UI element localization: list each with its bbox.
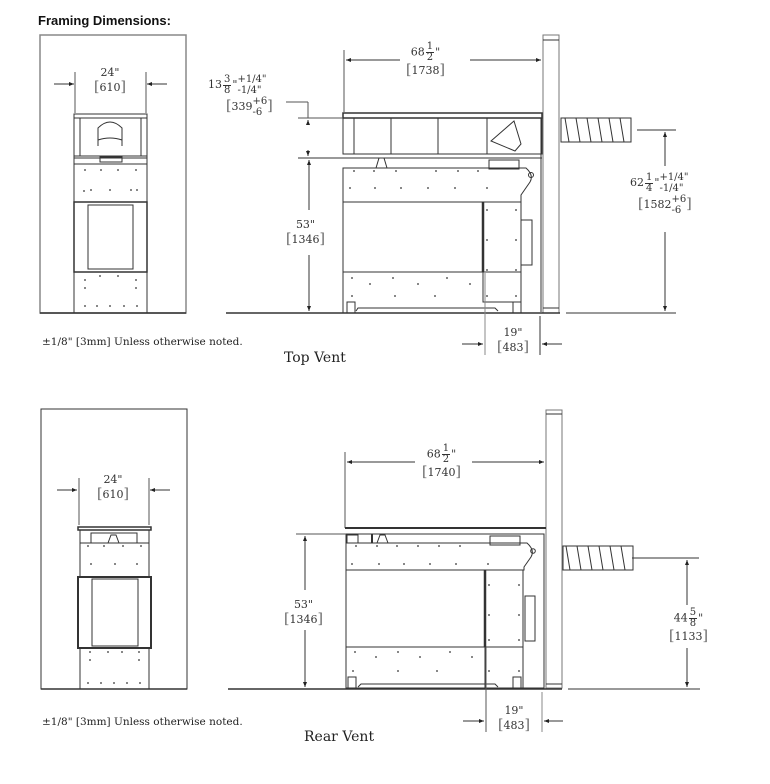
- rear-vent-front-view: [40, 408, 188, 690]
- dim-unit: ": [451, 447, 457, 461]
- dim-mm: 1346: [289, 613, 318, 626]
- top-vent-caption: Top Vent: [284, 350, 346, 366]
- dim-unit: ": [654, 176, 660, 189]
- dim-whole: 13: [208, 78, 222, 91]
- top-vent-front-view: [39, 34, 187, 314]
- dim-tol-plus: +1/4": [659, 172, 689, 183]
- dim-tol-minus: -1/4": [659, 183, 684, 194]
- dim-mm: 1133: [674, 630, 703, 643]
- dim-numerator: 1: [441, 443, 451, 455]
- rear-vent-caption: Rear Vent: [304, 729, 375, 745]
- page-heading: Framing Dimensions:: [38, 13, 171, 28]
- top-side-offset-dim: 19" [483]: [495, 326, 531, 355]
- dim-whole: 62: [630, 176, 644, 189]
- top-tolerance-note: ±1/8" [3mm] Unless otherwise noted.: [42, 336, 243, 348]
- dim-tol-minus: -1/4": [237, 85, 262, 96]
- rear-side-offset-dim: 19" [483]: [496, 704, 532, 733]
- dim-inches: 53": [293, 598, 313, 611]
- dim-whole: 68: [426, 447, 441, 461]
- dim-unit: ": [698, 611, 704, 625]
- dim-tol-plus: +1/4": [237, 74, 267, 85]
- dim-mm: 610: [102, 488, 124, 501]
- dim-inches: 24": [103, 473, 123, 486]
- dim-mm: 1738: [411, 64, 440, 77]
- dim-whole: 44: [673, 611, 688, 625]
- dim-mm: 483: [502, 341, 524, 354]
- dim-inches: 24": [100, 66, 120, 79]
- dim-mm: 483: [503, 719, 525, 732]
- rear-side-height-dim: 53" [1346]: [282, 598, 325, 627]
- rear-front-width-dim: 24" [610]: [95, 473, 131, 502]
- dim-unit: ": [435, 45, 441, 59]
- dim-mm-minus: -6: [671, 205, 682, 216]
- dim-unit: ": [232, 78, 238, 91]
- dim-mm: 1582: [643, 198, 672, 211]
- dim-mm: 1346: [291, 233, 320, 246]
- dim-mm-plus: +6: [671, 194, 687, 205]
- dim-denominator: 2: [442, 454, 450, 465]
- dim-mm: 1740: [427, 466, 456, 479]
- dim-denominator: 2: [426, 52, 434, 63]
- dim-inches: 19": [504, 704, 524, 717]
- top-front-width-dim: 24" [610]: [92, 66, 128, 95]
- dim-numerator: 1: [425, 41, 435, 53]
- dim-numerator: 1: [645, 171, 654, 184]
- rear-vent-side-view: [228, 409, 700, 732]
- dim-mm-minus: -6: [252, 107, 263, 118]
- dim-mm: 339: [231, 100, 253, 113]
- dim-denominator: 8: [689, 618, 697, 629]
- dim-mm-plus: +6: [252, 96, 268, 107]
- top-vent-side-view: [226, 34, 676, 355]
- dim-inches: 53": [295, 218, 315, 231]
- top-side-height-dim: 53" [1346]: [284, 218, 327, 247]
- dim-whole: 68: [410, 45, 425, 59]
- dim-numerator: 5: [688, 607, 698, 619]
- rear-tolerance-note: ±1/8" [3mm] Unless otherwise noted.: [42, 716, 243, 728]
- dim-inches: 19": [503, 326, 523, 339]
- dim-mm: 610: [99, 81, 121, 94]
- dim-denominator: 4: [646, 182, 653, 194]
- dim-denominator: 8: [224, 84, 231, 96]
- dim-numerator: 3: [223, 73, 232, 86]
